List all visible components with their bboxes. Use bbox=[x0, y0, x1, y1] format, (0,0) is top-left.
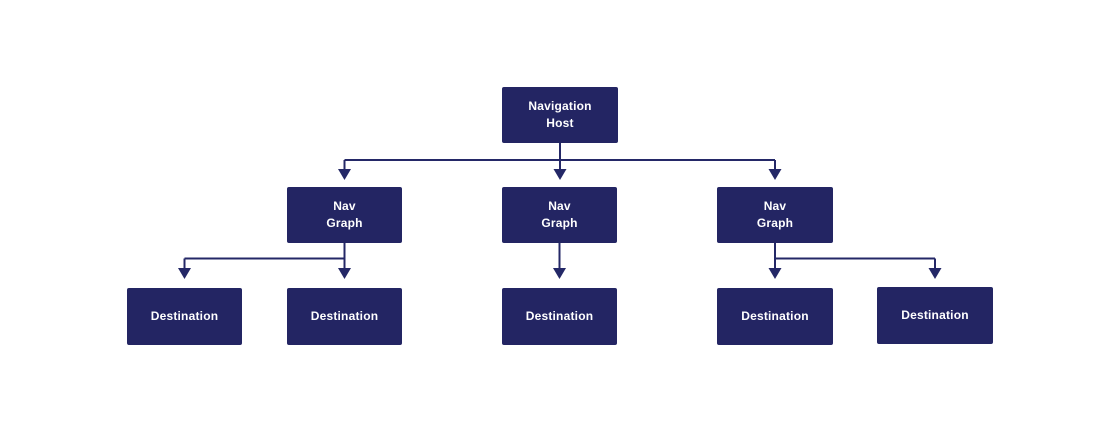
node-label-line: Destination bbox=[525, 309, 594, 323]
node-nav-graph-2: Nav Graph bbox=[502, 187, 617, 243]
arrowhead-destination-1 bbox=[178, 268, 191, 279]
arrowhead-destination-4 bbox=[768, 268, 782, 279]
node-label-line: Graph bbox=[326, 216, 363, 230]
node-label-line: Nav bbox=[333, 199, 356, 213]
node-label-line: Graph bbox=[756, 216, 794, 230]
node-nav-graph-1: Nav Graph bbox=[287, 187, 402, 243]
node-destination-3: Destination bbox=[502, 288, 617, 345]
node-destination-4: Destination bbox=[717, 288, 833, 345]
node-destination-1: Destination bbox=[127, 288, 242, 345]
edge-nav-graph-1-branch bbox=[183, 243, 346, 269]
edge-nav-graph-3-branch bbox=[774, 243, 936, 269]
node-label-line: Destination bbox=[310, 309, 379, 323]
node-navigation-host: Navigation Host bbox=[502, 87, 618, 143]
node-destination-2: Destination bbox=[287, 288, 402, 345]
node-label-line: Destination bbox=[150, 309, 219, 323]
arrowhead-nav-graph-3 bbox=[768, 169, 782, 180]
arrowhead-destination-2 bbox=[338, 268, 351, 279]
node-label-line: Graph bbox=[541, 216, 578, 230]
node-label-line: Destination bbox=[741, 309, 809, 323]
arrowhead-nav-graph-2 bbox=[553, 169, 567, 180]
node-nav-graph-3: Nav Graph bbox=[717, 187, 833, 243]
arrowhead-destination-5 bbox=[928, 268, 942, 279]
edge-host-to-rail bbox=[343, 143, 776, 170]
arrowhead-nav-graph-1 bbox=[338, 169, 351, 180]
node-label-line: Destination bbox=[901, 308, 969, 322]
node-label-line: Nav bbox=[548, 199, 571, 213]
arrowhead-destination-3 bbox=[553, 268, 566, 279]
node-label-line: Host bbox=[546, 116, 574, 130]
node-label-line: Navigation bbox=[528, 99, 592, 113]
node-destination-5: Destination bbox=[877, 287, 993, 344]
node-label-line: Nav bbox=[763, 199, 787, 213]
